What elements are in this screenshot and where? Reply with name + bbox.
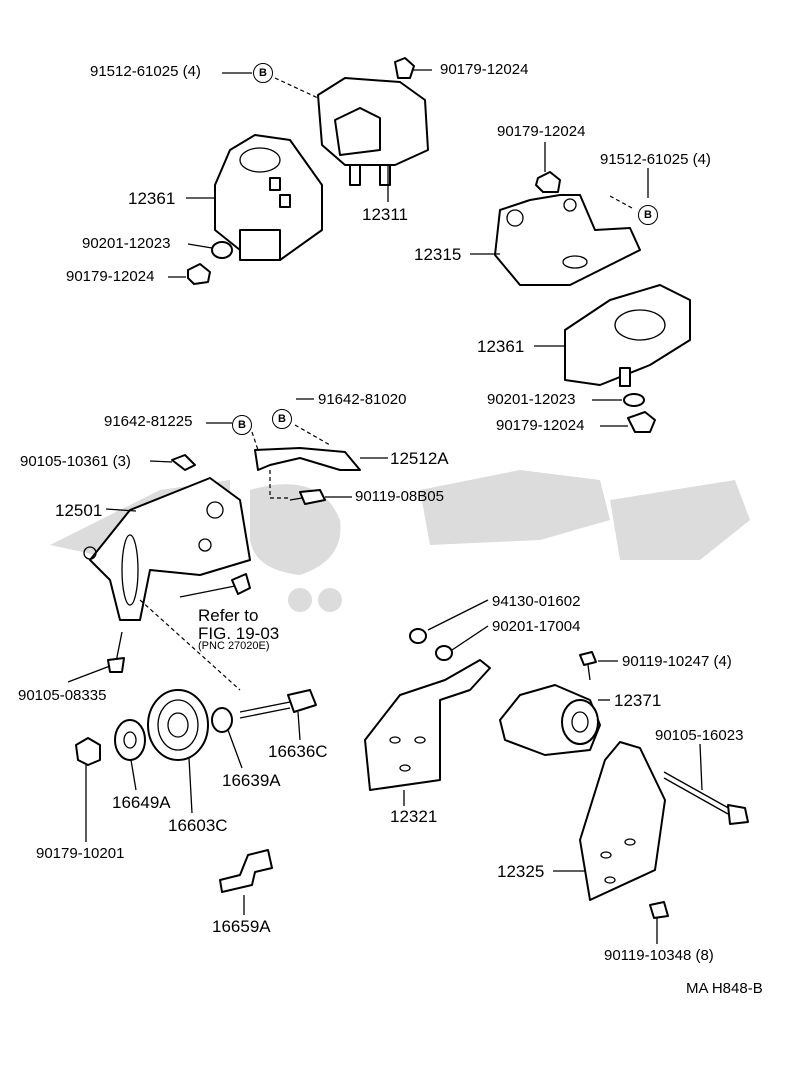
bolt-90105-08335 bbox=[107, 631, 125, 673]
label-90179-12024-top: 90179-12024 bbox=[440, 61, 529, 78]
bracket-12315 bbox=[494, 194, 641, 286]
marker-b-2: B bbox=[638, 205, 658, 225]
label-12512A: 12512A bbox=[390, 449, 449, 468]
nut-90179-12024-top bbox=[394, 57, 415, 79]
marker-b-4: B bbox=[232, 415, 252, 435]
watermark bbox=[50, 470, 750, 612]
label-pnc-27020e: (PNC 27020E) bbox=[198, 640, 270, 652]
bolt-90119-10348 bbox=[649, 901, 669, 919]
bolt-90119-10247 bbox=[579, 651, 597, 681]
engine-mount-12311 bbox=[317, 77, 429, 186]
leader-lines bbox=[67, 69, 703, 944]
pulley-16603C bbox=[147, 689, 209, 761]
label-90119-10348: 90119-10348 (8) bbox=[604, 947, 714, 964]
washer-90201-12023-left bbox=[211, 241, 233, 259]
marker-b-1: B bbox=[253, 63, 273, 83]
label-12325: 12325 bbox=[497, 862, 545, 881]
spacer-16639A bbox=[211, 707, 233, 733]
label-90201-17004: 90201-17004 bbox=[492, 618, 581, 635]
long-bolt bbox=[179, 573, 251, 598]
bracket-16659A bbox=[219, 849, 273, 893]
label-12311: 12311 bbox=[362, 205, 409, 224]
label-90119-10247: 90119-10247 (4) bbox=[622, 653, 732, 670]
bracket-12501 bbox=[83, 477, 251, 621]
label-16603C: 16603C bbox=[168, 816, 228, 835]
label-figure-code: MA H848-B bbox=[686, 980, 763, 997]
bolt-90105-10361 bbox=[171, 454, 196, 471]
bushing-94130-01602 bbox=[409, 628, 427, 644]
label-91642-81020: 91642-81020 bbox=[318, 391, 407, 408]
nut-90179-10201 bbox=[75, 737, 101, 766]
label-16649A: 16649A bbox=[112, 793, 171, 812]
washer-90201-12023-right bbox=[623, 393, 645, 407]
bolt-90105-16023 bbox=[663, 771, 749, 825]
marker-b-3: B bbox=[272, 409, 292, 429]
insulator-12361-right bbox=[564, 284, 691, 387]
bolt-16636C bbox=[239, 689, 317, 719]
nut-90179-12024-right bbox=[535, 171, 561, 193]
insulator-12361-left bbox=[214, 134, 323, 261]
nut-90179-12024-lower-right bbox=[627, 411, 656, 433]
washer-90201-17004 bbox=[435, 645, 453, 661]
label-91512-61025-top: 91512-61025 (4) bbox=[90, 63, 201, 80]
label-16639A: 16639A bbox=[222, 771, 281, 790]
bracket-12321 bbox=[364, 659, 491, 791]
label-90105-16023: 90105-16023 bbox=[655, 727, 744, 744]
assembly-dashed-lines bbox=[139, 77, 633, 691]
bolt-90119-08B05 bbox=[289, 489, 326, 505]
label-16659A: 16659A bbox=[212, 917, 271, 936]
label-12315: 12315 bbox=[414, 245, 462, 264]
label-90179-12024-mid: 90179-12024 bbox=[497, 123, 586, 140]
label-90179-12024-left: 90179-12024 bbox=[66, 268, 155, 285]
label-12501: 12501 bbox=[55, 501, 103, 520]
insulator-12371 bbox=[499, 684, 601, 756]
label-fig-19-03: FIG. 19-03 bbox=[198, 624, 280, 643]
label-12371: 12371 bbox=[614, 691, 662, 710]
label-12361-right: 12361 bbox=[477, 337, 525, 356]
label-91642-81225: 91642-81225 bbox=[104, 413, 193, 430]
label-90179-12024-lower: 90179-12024 bbox=[496, 417, 585, 434]
label-12321: 12321 bbox=[390, 807, 438, 826]
washer-16649A bbox=[114, 719, 146, 761]
nut-90179-12024-left bbox=[187, 263, 211, 285]
bracket-12512A bbox=[254, 447, 361, 471]
label-refer-to: Refer to bbox=[198, 606, 259, 625]
label-12361-left: 12361 bbox=[128, 189, 176, 208]
bracket-12325 bbox=[579, 741, 666, 901]
label-90119-08B05: 90119-08B05 bbox=[355, 488, 444, 505]
label-90201-12023-right: 90201-12023 bbox=[487, 391, 576, 408]
label-90105-10361: 90105-10361 (3) bbox=[20, 453, 131, 470]
label-94130-01602: 94130-01602 bbox=[492, 593, 581, 610]
label-90201-12023-left: 90201-12023 bbox=[82, 235, 171, 252]
label-16636C: 16636C bbox=[268, 742, 328, 761]
label-90179-10201: 90179-10201 bbox=[36, 845, 125, 862]
label-90105-08335: 90105-08335 bbox=[18, 687, 107, 704]
label-91512-61025-right: 91512-61025 (4) bbox=[600, 151, 711, 168]
